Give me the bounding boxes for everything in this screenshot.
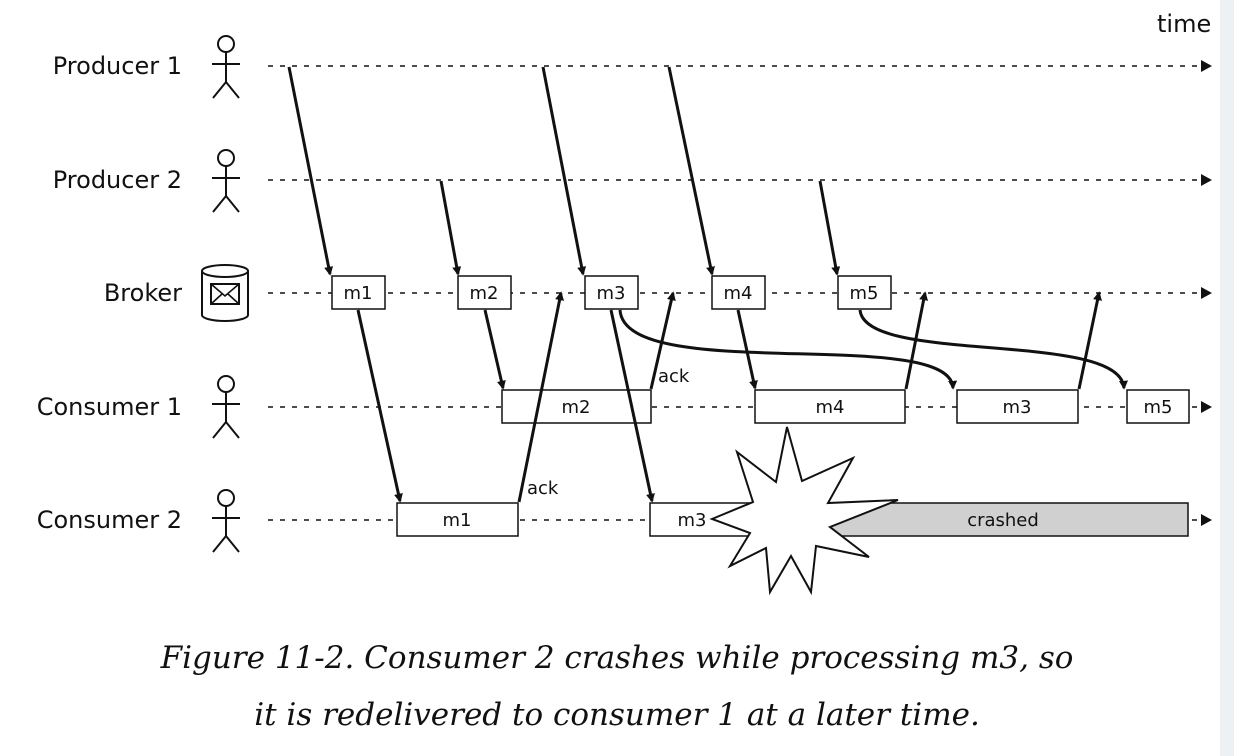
figure-caption-line-2: it is redelivered to consumer 1 at a lat…: [254, 697, 980, 733]
consumer1-task-box: m3: [956, 389, 1079, 424]
consumer2-task-label: m3: [678, 510, 707, 531]
broker-message-box: m4: [711, 275, 766, 310]
broker-messages: m1 m2 m3 m4 m5: [331, 275, 892, 310]
broker-arrowhead-icon: [1201, 287, 1212, 299]
deliver-arrow-m2: [483, 309, 506, 390]
ack-arrow-m3-redelivered: [1077, 291, 1102, 390]
ack-label: ack: [658, 366, 690, 387]
broker-message-label: m3: [597, 283, 626, 304]
consumer1-task-box: m4: [754, 389, 906, 424]
lane-label-consumer2: Consumer 2: [36, 506, 182, 534]
consumer2-arrowhead-icon: [1201, 514, 1212, 526]
consumer1-task-label: m2: [562, 397, 591, 418]
lane-label-consumer1: Consumer 1: [36, 393, 182, 421]
broker-message-box: m1: [331, 275, 386, 310]
consumer2-task-box: m1: [396, 502, 519, 537]
producer1-arrowhead-icon: [1201, 60, 1212, 72]
lane-label-broker: Broker: [103, 279, 182, 307]
broker-message-box: m2: [457, 275, 512, 310]
deliver-arrow-m1: [356, 309, 403, 503]
figure-caption-line-1: Figure 11-2. Consumer 2 crashes while pr…: [160, 640, 1074, 676]
broker-message-box: m5: [837, 275, 892, 310]
broker-message-box: m3: [584, 275, 639, 310]
send-arrow-m3: [541, 66, 587, 276]
crashed-bar: crashed: [829, 502, 1189, 537]
broker-message-label: m2: [470, 283, 499, 304]
consumer1-task-box: m5: [1126, 389, 1190, 424]
consumer1-tasks: m2 m4 m3 m5: [501, 389, 1190, 424]
consumer2-tasks: m1 crashed m3: [396, 502, 1189, 537]
broker-message-label: m1: [344, 283, 373, 304]
message-arrows: [287, 66, 1128, 503]
crashed-label: crashed: [967, 510, 1039, 531]
timeline-arrowheads: [1201, 60, 1212, 526]
broker-message-label: m5: [850, 283, 879, 304]
page-edge-strip: [1220, 0, 1234, 756]
ack-label: ack: [527, 478, 559, 499]
consumer2-person-icon: [212, 489, 240, 553]
consumer1-task-label: m5: [1144, 397, 1173, 418]
consumer1-task-label: m4: [816, 397, 845, 418]
deliver-arrow-m3: [609, 309, 655, 503]
producer2-person-icon: [212, 149, 240, 213]
redeliver-arrow-m3: [618, 309, 958, 390]
producer1-person-icon: [212, 35, 240, 99]
ack-arrow-m1: [517, 291, 564, 503]
lane-label-producer1: Producer 1: [52, 52, 182, 80]
send-arrow-m5: [818, 180, 841, 276]
consumer1-person-icon: [212, 375, 240, 439]
crash-explosion-icon: [709, 426, 899, 596]
time-axis-label: time: [1157, 10, 1212, 38]
envelope-icon: [210, 283, 240, 305]
consumer1-task-label: m3: [1003, 397, 1032, 418]
consumer2-task-label: m1: [443, 510, 472, 531]
consumer1-arrowhead-icon: [1201, 401, 1212, 413]
broker-message-label: m4: [724, 283, 753, 304]
consumer1-task-box: m2: [501, 389, 652, 424]
deliver-arrow-m5: [858, 309, 1128, 390]
send-arrow-m2: [439, 180, 462, 276]
lane-label-producer2: Producer 2: [52, 166, 182, 194]
send-arrow-m1: [287, 66, 334, 276]
broker-database-icon: [201, 264, 249, 322]
deliver-arrow-m4: [736, 309, 758, 390]
producer2-arrowhead-icon: [1201, 174, 1212, 186]
message-sequence-diagram: m1 m2 m3 m4 m5 m2 m4 m3: [201, 35, 1212, 596]
send-arrow-m4: [667, 66, 715, 276]
